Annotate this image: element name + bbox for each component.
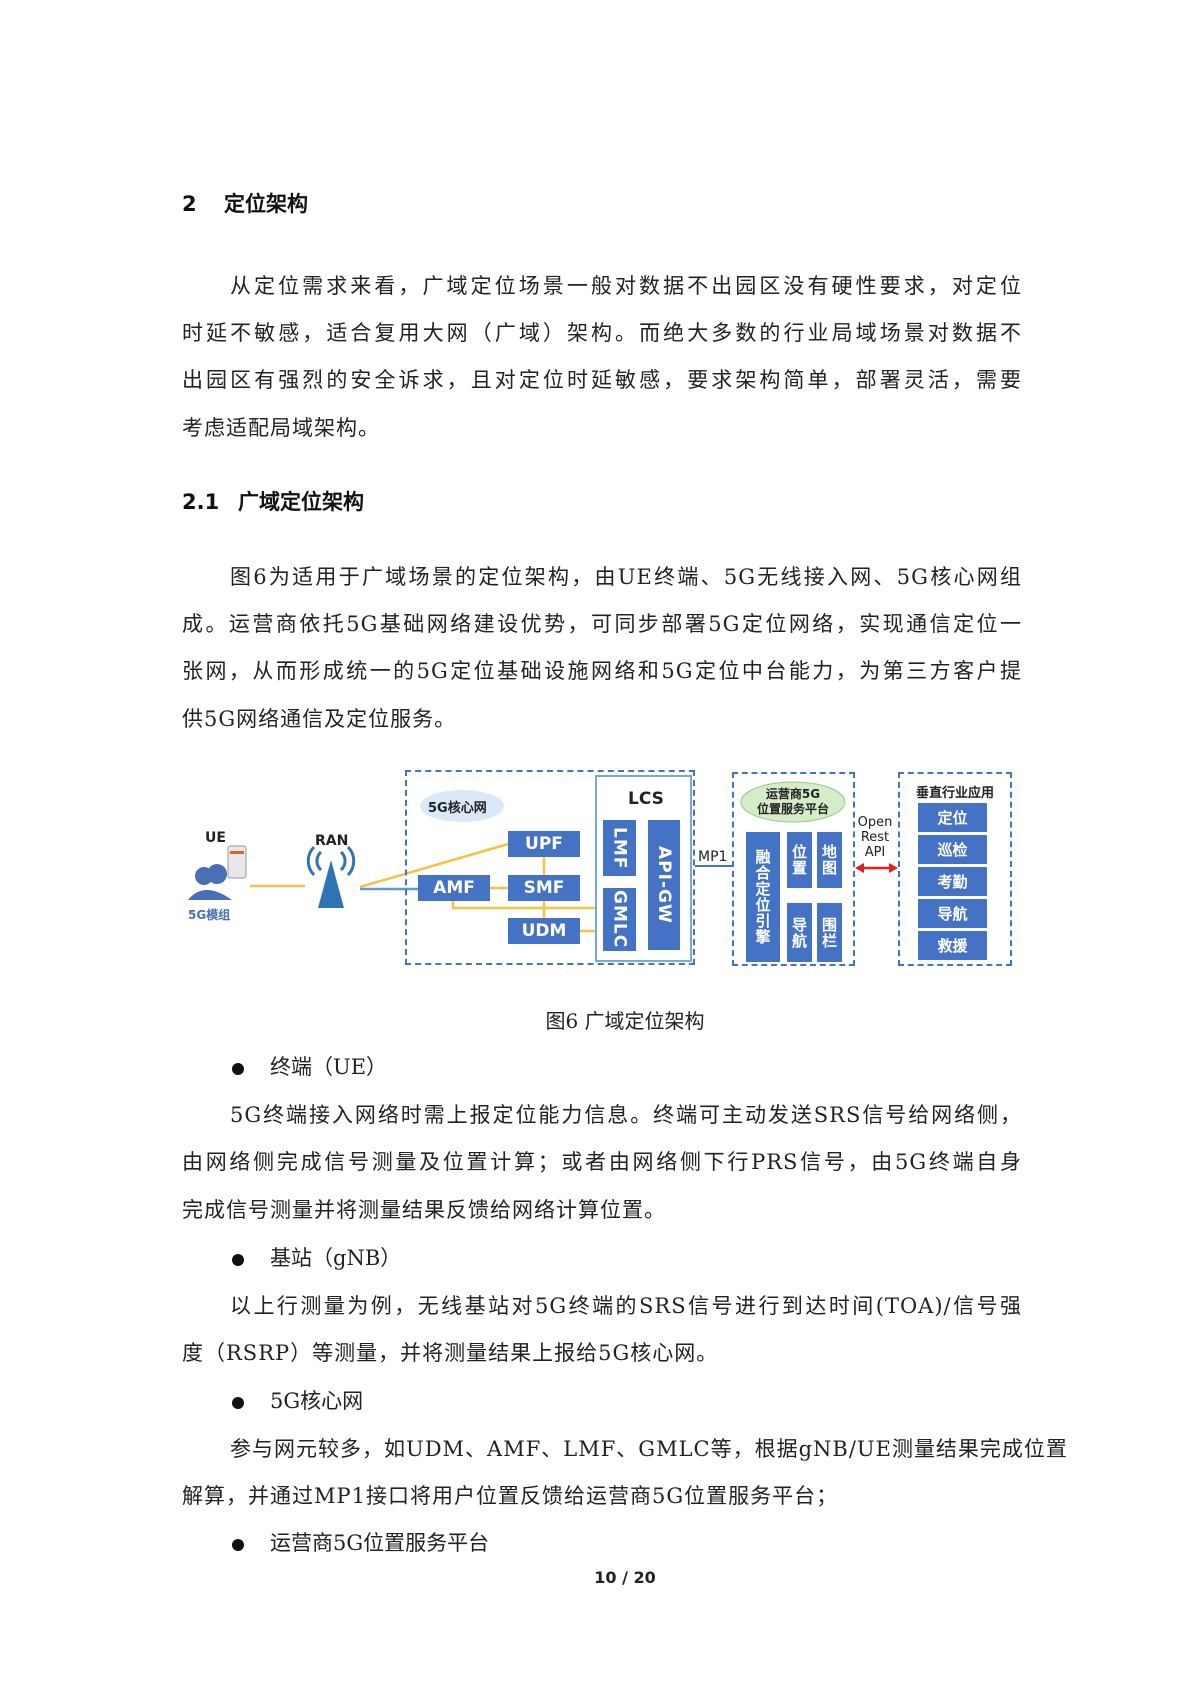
core-cloud-label: 5G核心网	[428, 801, 487, 816]
bullet-icon	[232, 1396, 244, 1409]
vertical-apps-title: 垂直行业应用	[915, 786, 994, 801]
bullet-icon	[232, 1253, 244, 1266]
api-gw-box: API-GW	[648, 820, 680, 950]
bullet-item: 运营商5G位置服务平台	[232, 1528, 489, 1558]
vertical-item: 巡检	[918, 835, 987, 864]
lcs-label: LCS	[628, 789, 664, 809]
page-number: 10 / 20	[594, 1568, 656, 1587]
ran-label: RAN	[315, 833, 349, 849]
bullet-icon	[232, 1538, 244, 1551]
vertical-item: 定位	[918, 803, 987, 832]
map-box: 地图	[817, 832, 842, 888]
position-box: 位置	[787, 832, 812, 888]
para1-line: 考虑适配局域架构。	[182, 416, 380, 440]
engine-box: 融合定位引擎	[746, 832, 780, 962]
vertical-item: 考勤	[918, 867, 987, 896]
bullet-item: 5G核心网	[232, 1386, 363, 1416]
ue-module-label: 5G模组	[188, 908, 231, 922]
users-icon	[188, 845, 247, 900]
core-cloud-shape	[420, 790, 504, 822]
body-line: 由网络侧完成信号测量及位置计算；或者由网络侧下行PRS信号，由5G终端自身	[182, 1150, 1022, 1174]
lcs-box	[595, 775, 692, 962]
body-line: 度（RSRP）等测量，并将测量结果上报给5G核心网。	[182, 1341, 719, 1365]
para2-line: 张网，从而形成统一的5G定位基础设施网络和5G定位中台能力，为第三方客户提	[182, 659, 1022, 683]
platform-cloud-shape	[740, 781, 846, 823]
core-network-box	[405, 770, 695, 965]
para1-line: 时延不敏感，适合复用大网（广域）架构。而绝大多数的行业局域场景对数据不	[182, 321, 1022, 345]
amf-box: AMF	[418, 875, 490, 901]
navigation-box: 导航	[787, 903, 812, 962]
para2-line: 图6为适用于广域场景的定位架构，由UE终端、5G无线接入网、5G核心网组	[230, 565, 1022, 589]
udm-box: UDM	[508, 918, 580, 944]
fence-box: 围栏	[817, 903, 842, 962]
para2-line: 成。运营商依托5G基础网络建设优势，可同步部署5G定位网络，实现通信定位一	[182, 612, 1022, 636]
body-line: 以上行测量为例，无线基站对5G终端的SRS信号进行到达时间(TOA)/信号强	[230, 1294, 1022, 1318]
vertical-apps-box	[898, 772, 1012, 966]
vertical-item: 救援	[918, 931, 987, 960]
vertical-item: 导航	[918, 899, 987, 928]
mp1-label: MP1	[698, 849, 728, 865]
para2-line: 供5G网络通信及定位服务。	[182, 707, 457, 731]
figure-caption: 图6 广域定位架构	[545, 1009, 705, 1033]
smf-box: SMF	[508, 875, 580, 901]
body-line: 完成信号测量并将测量结果反馈给网络计算位置。	[182, 1198, 666, 1222]
upf-box: UPF	[508, 831, 580, 857]
body-line: 5G终端接入网络时需上报定位能力信息。终端可主动发送SRS信号给网络侧，	[230, 1103, 1022, 1127]
body-line: 参与网元较多，如UDM、AMF、LMF、GMLC等，根据gNB/UE测量结果完成…	[230, 1437, 1068, 1461]
antenna-tower-icon	[306, 845, 356, 908]
gmlc-box: GMLC	[603, 888, 636, 951]
para1-line: 从定位需求来看，广域定位场景一般对数据不出园区没有硬性要求，对定位	[230, 274, 1022, 298]
platform-box	[732, 772, 855, 966]
diagram-lines	[188, 781, 898, 933]
body-line: 解算，并通过MP1接口将用户位置反馈给运营商5G位置服务平台；	[182, 1484, 839, 1508]
para1-line: 出园区有强烈的安全诉求，且对定位时延敏感，要求架构简单，部署灵活，需要	[182, 368, 1022, 392]
bullet-icon	[232, 1062, 244, 1075]
bullet-item: 基站（gNB）	[232, 1243, 401, 1273]
ue-label: UE	[205, 830, 226, 846]
lmf-box: LMF	[603, 820, 636, 876]
bullet-item: 终端（UE）	[232, 1052, 387, 1082]
